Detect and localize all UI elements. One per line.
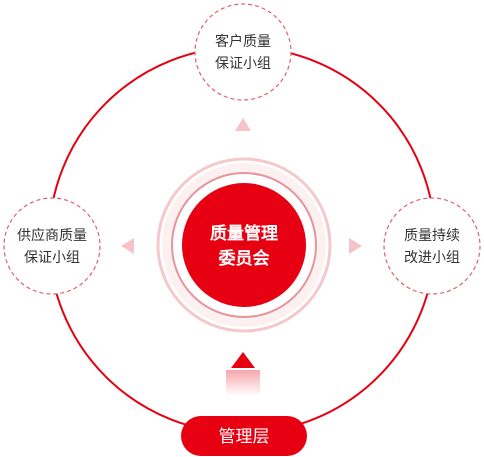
node-right: [383, 197, 481, 295]
center-disc: [182, 183, 306, 307]
node-left-line2: 保证小组: [24, 250, 80, 266]
arrow-up-icon: [235, 118, 251, 131]
arrow-left-icon: [121, 238, 134, 254]
node-right-line1: 质量持续: [404, 227, 460, 244]
node-right-line2: 改进小组: [404, 250, 460, 266]
management-label: 管理层: [219, 427, 270, 447]
node-left: [3, 197, 101, 295]
management-pill: [181, 416, 307, 456]
arrow-right-icon: [349, 238, 362, 254]
management-arrow-trail: [226, 370, 260, 396]
center-title-line2: 委员会: [218, 248, 270, 269]
management-arrow-icon: [231, 352, 255, 368]
node-left-line1: 供应商质量: [17, 227, 87, 244]
node-top-line1: 客户质量: [215, 33, 271, 50]
center-halo-outer: [156, 157, 332, 333]
node-top: [194, 3, 292, 101]
node-top-line2: 保证小组: [215, 56, 271, 72]
center-title-line1: 质量管理: [210, 223, 278, 244]
